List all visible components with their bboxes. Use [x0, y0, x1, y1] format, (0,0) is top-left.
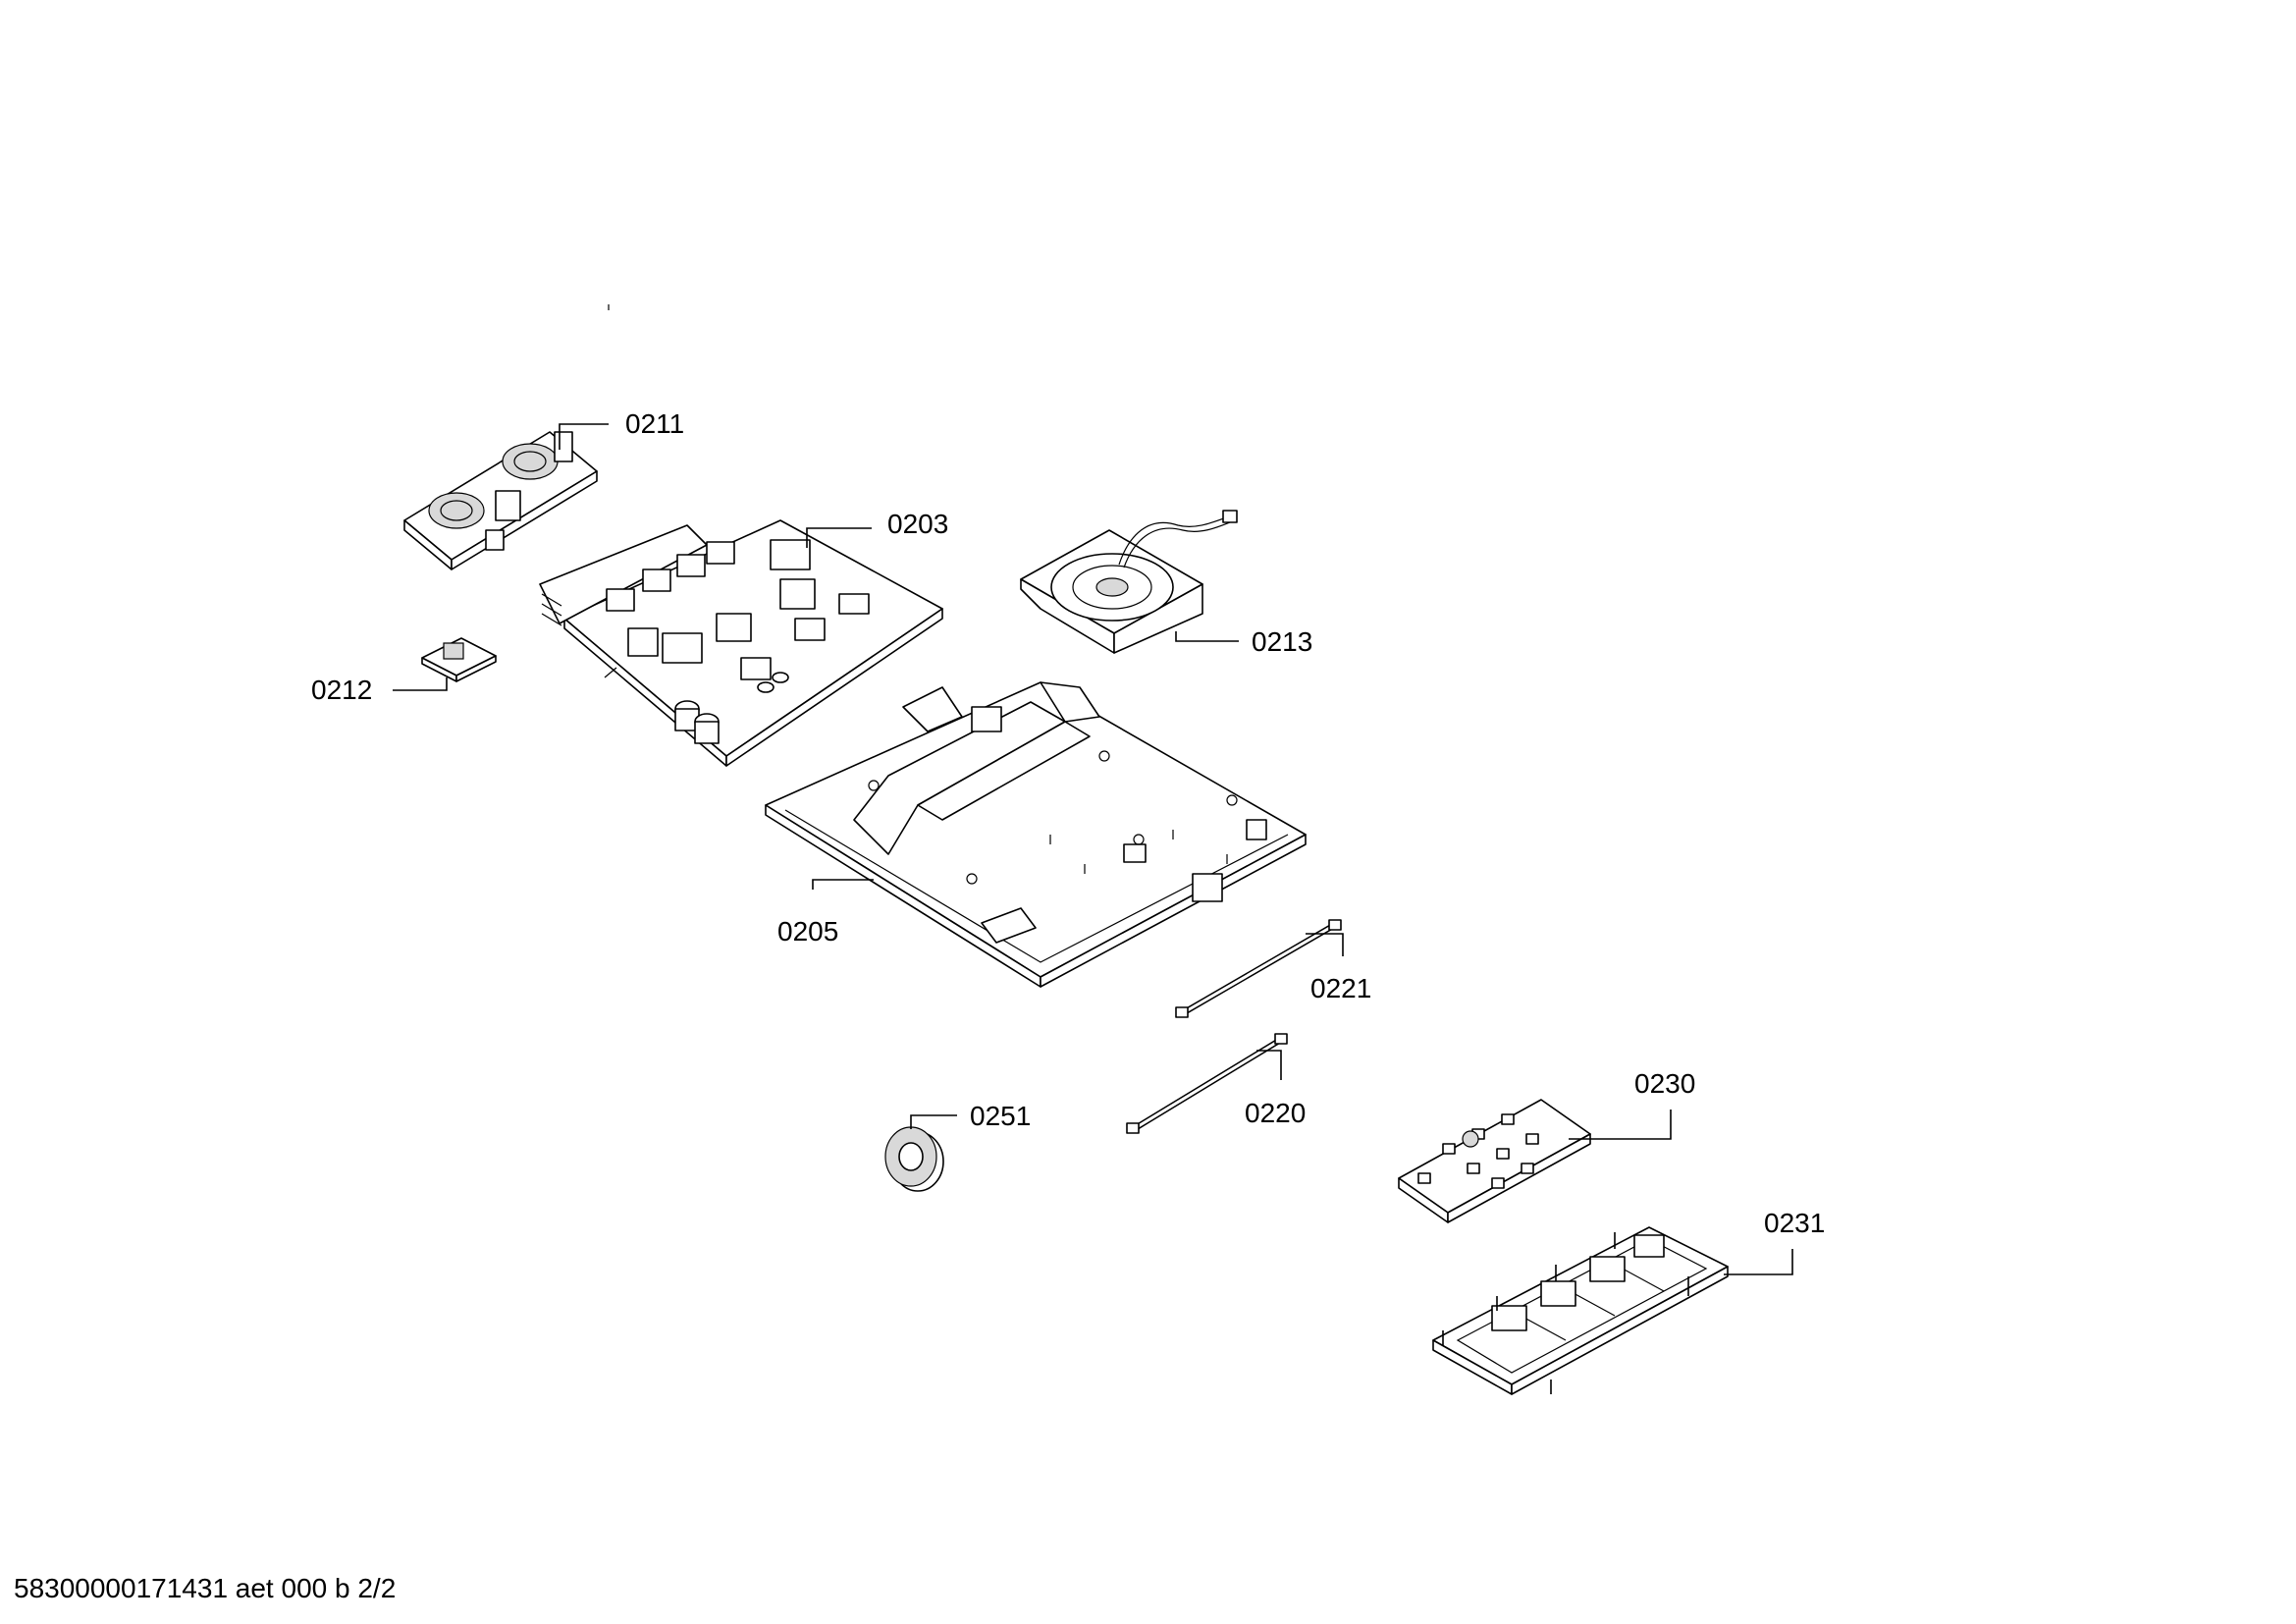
leader-0212: [393, 677, 448, 691]
label-0220[interactable]: 0220: [1245, 1098, 1306, 1128]
label-0205[interactable]: 0205: [777, 916, 838, 947]
part-0213-drawing[interactable]: [1020, 510, 1238, 654]
label-0213[interactable]: 0213: [1252, 626, 1312, 657]
leader-0203: [806, 527, 872, 548]
label-0203[interactable]: 0203: [887, 509, 948, 539]
leader-0221: [1306, 933, 1344, 956]
leader-0220: [1256, 1050, 1282, 1080]
label-0230[interactable]: 0230: [1634, 1068, 1695, 1099]
document-code: 58300000171431 aet 000 b 2/2: [14, 1573, 397, 1603]
part-0211-drawing[interactable]: [403, 431, 598, 570]
label-0221[interactable]: 0221: [1310, 973, 1371, 1003]
leader-0230: [1569, 1110, 1672, 1140]
part-0221-drawing[interactable]: [1175, 919, 1342, 1018]
part-0251-drawing[interactable]: [884, 1126, 944, 1192]
leader-0251: [910, 1114, 957, 1129]
part-0212-drawing[interactable]: [421, 637, 497, 682]
part-0230-drawing[interactable]: [1398, 1099, 1591, 1223]
leader-0205: [812, 879, 874, 890]
label-0212[interactable]: 0212: [311, 675, 372, 705]
part-0203-drawing[interactable]: [539, 304, 943, 767]
part-0205-drawing[interactable]: [765, 681, 1307, 988]
part-labels: 0211 0203 0213 0212 0205 0221 0220 0251 …: [311, 408, 1825, 1238]
part-0220-drawing[interactable]: [1126, 1033, 1288, 1134]
leader-0231: [1724, 1249, 1793, 1275]
leader-lines: [393, 423, 1793, 1275]
label-0231[interactable]: 0231: [1764, 1208, 1825, 1238]
label-0251[interactable]: 0251: [970, 1101, 1031, 1131]
part-0231-drawing[interactable]: [1432, 1226, 1729, 1395]
leader-0211: [559, 423, 609, 450]
leader-0213: [1175, 631, 1239, 642]
label-0211[interactable]: 0211: [625, 408, 684, 439]
